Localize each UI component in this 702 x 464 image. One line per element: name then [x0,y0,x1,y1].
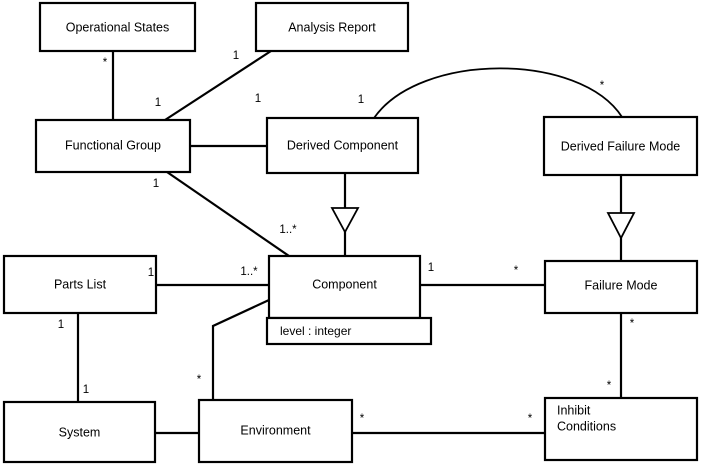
class-name-analysis-report: Analysis Report [288,20,376,34]
association-analysis-report-functional-group [164,50,272,121]
class-name-component: Component [312,277,377,291]
multiplicity-derived-component-curve-one: 1 [358,94,364,106]
association-derived-component-derived-failure-mode [373,67,623,119]
class-name-inhibit-conditions-line1: Inhibit [557,403,591,417]
class-box-analysis-report[interactable]: Analysis Report [254,1,410,53]
multiplicity-operational-states-star: * [103,57,108,69]
association-functional-group-component [166,171,290,257]
class-name-inhibit-conditions-line2: Conditions [557,419,616,433]
class-attribute-component-level: level : integer [280,324,351,338]
class-name-environment: Environment [240,423,311,437]
class-box-inhibit-conditions-rect [543,396,699,462]
class-box-operational-states-rect [38,1,197,53]
class-box-derived-failure-mode-rect [542,115,699,177]
multiplicity-environment-star: * [197,374,202,386]
class-box-environment-rect [197,398,354,464]
multiplicity-inhibit-from-failure-mode: * [607,380,612,392]
class-name-derived-failure-mode: Derived Failure Mode [561,139,681,153]
class-name-parts-list: Parts List [54,277,107,291]
class-box-component-rect [267,254,422,320]
class-box-functional-group[interactable]: Functional Group [34,118,192,174]
class-box-system-rect [2,400,157,464]
multiplicity-failure-mode-from-component: * [514,265,519,277]
class-box-failure-mode-rect [543,259,699,315]
multiplicity-parts-list-system-top: 1 [58,319,64,331]
class-box-inhibit-conditions[interactable]: Inhibit Conditions [543,396,699,462]
multiplicity-derived-component-one: 1 [255,93,261,105]
multiplicity-component-from-parts-list: 1..* [240,266,258,278]
multiplicity-component-to-failure-mode: 1 [428,262,434,274]
multiplicity-functional-group-from-operational-states: 1 [155,97,161,109]
class-box-derived-component-rect [265,116,420,175]
class-name-system: System [59,425,101,439]
generalization-arrowhead-derived-component [330,207,360,234]
multiplicity-failure-mode-to-inhibit: * [630,318,635,330]
class-box-derived-failure-mode[interactable]: Derived Failure Mode [542,115,699,177]
class-name-failure-mode: Failure Mode [585,278,658,292]
class-box-component[interactable]: Component level : integer [265,254,433,346]
multiplicity-environment-to-inhibit: * [360,413,365,425]
class-attributes-compartment-component [265,316,433,346]
class-box-functional-group-rect [34,118,192,174]
class-box-parts-list-rect [2,254,158,315]
class-box-system[interactable]: System [2,400,157,464]
class-box-operational-states[interactable]: Operational States [38,1,197,53]
multiplicity-derived-failure-mode-star: * [600,80,605,92]
multiplicity-component-from-functional-group: 1..* [279,224,297,236]
class-box-failure-mode[interactable]: Failure Mode [543,259,699,315]
multiplicity-parts-list-system-bottom: 1 [83,384,89,396]
generalization-arrowhead-derived-failure-mode [606,212,636,240]
class-name-functional-group: Functional Group [65,138,161,152]
association-component-environment [211,299,270,400]
class-box-analysis-report-rect [254,1,410,53]
class-box-parts-list[interactable]: Parts List [2,254,158,315]
class-box-environment[interactable]: Environment [197,398,354,464]
multiplicity-inhibit-from-environment: * [528,413,533,425]
multiplicity-parts-list-one: 1 [148,267,154,279]
multiplicity-analysis-report-one: 1 [233,50,239,62]
class-name-operational-states: Operational States [66,20,170,34]
class-name-derived-component: Derived Component [287,138,399,152]
class-box-derived-component[interactable]: Derived Component [265,116,420,175]
multiplicity-functional-group-to-component: 1 [153,178,159,190]
